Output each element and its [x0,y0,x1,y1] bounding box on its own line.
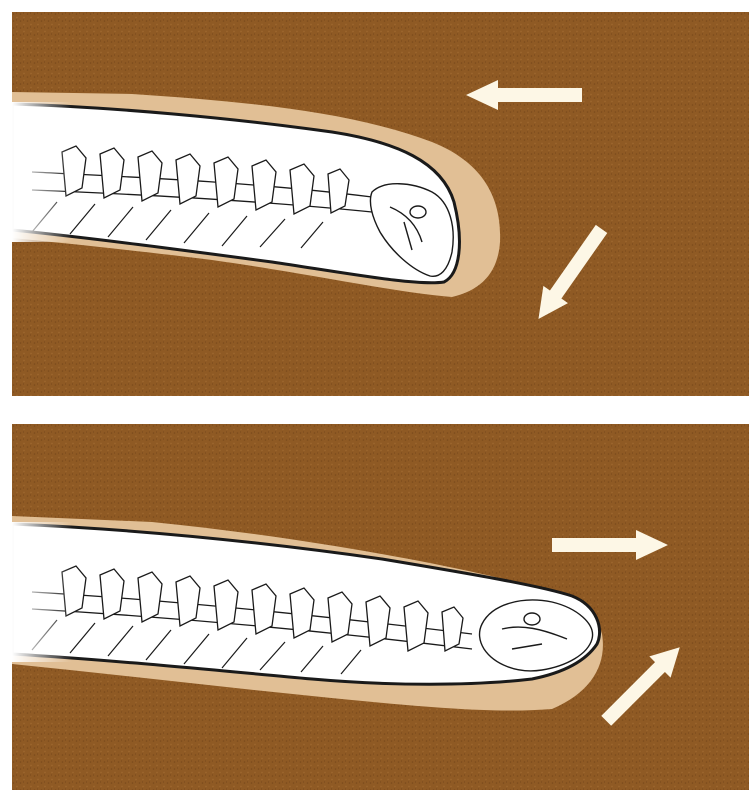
panel-bottom-illustration [12,424,749,790]
body-fade [12,102,72,242]
body-fade [12,522,72,662]
panel-top-burrowing-left [12,12,749,396]
panel-top-illustration [12,12,749,396]
panel-bottom-burrowing-right [12,424,749,790]
